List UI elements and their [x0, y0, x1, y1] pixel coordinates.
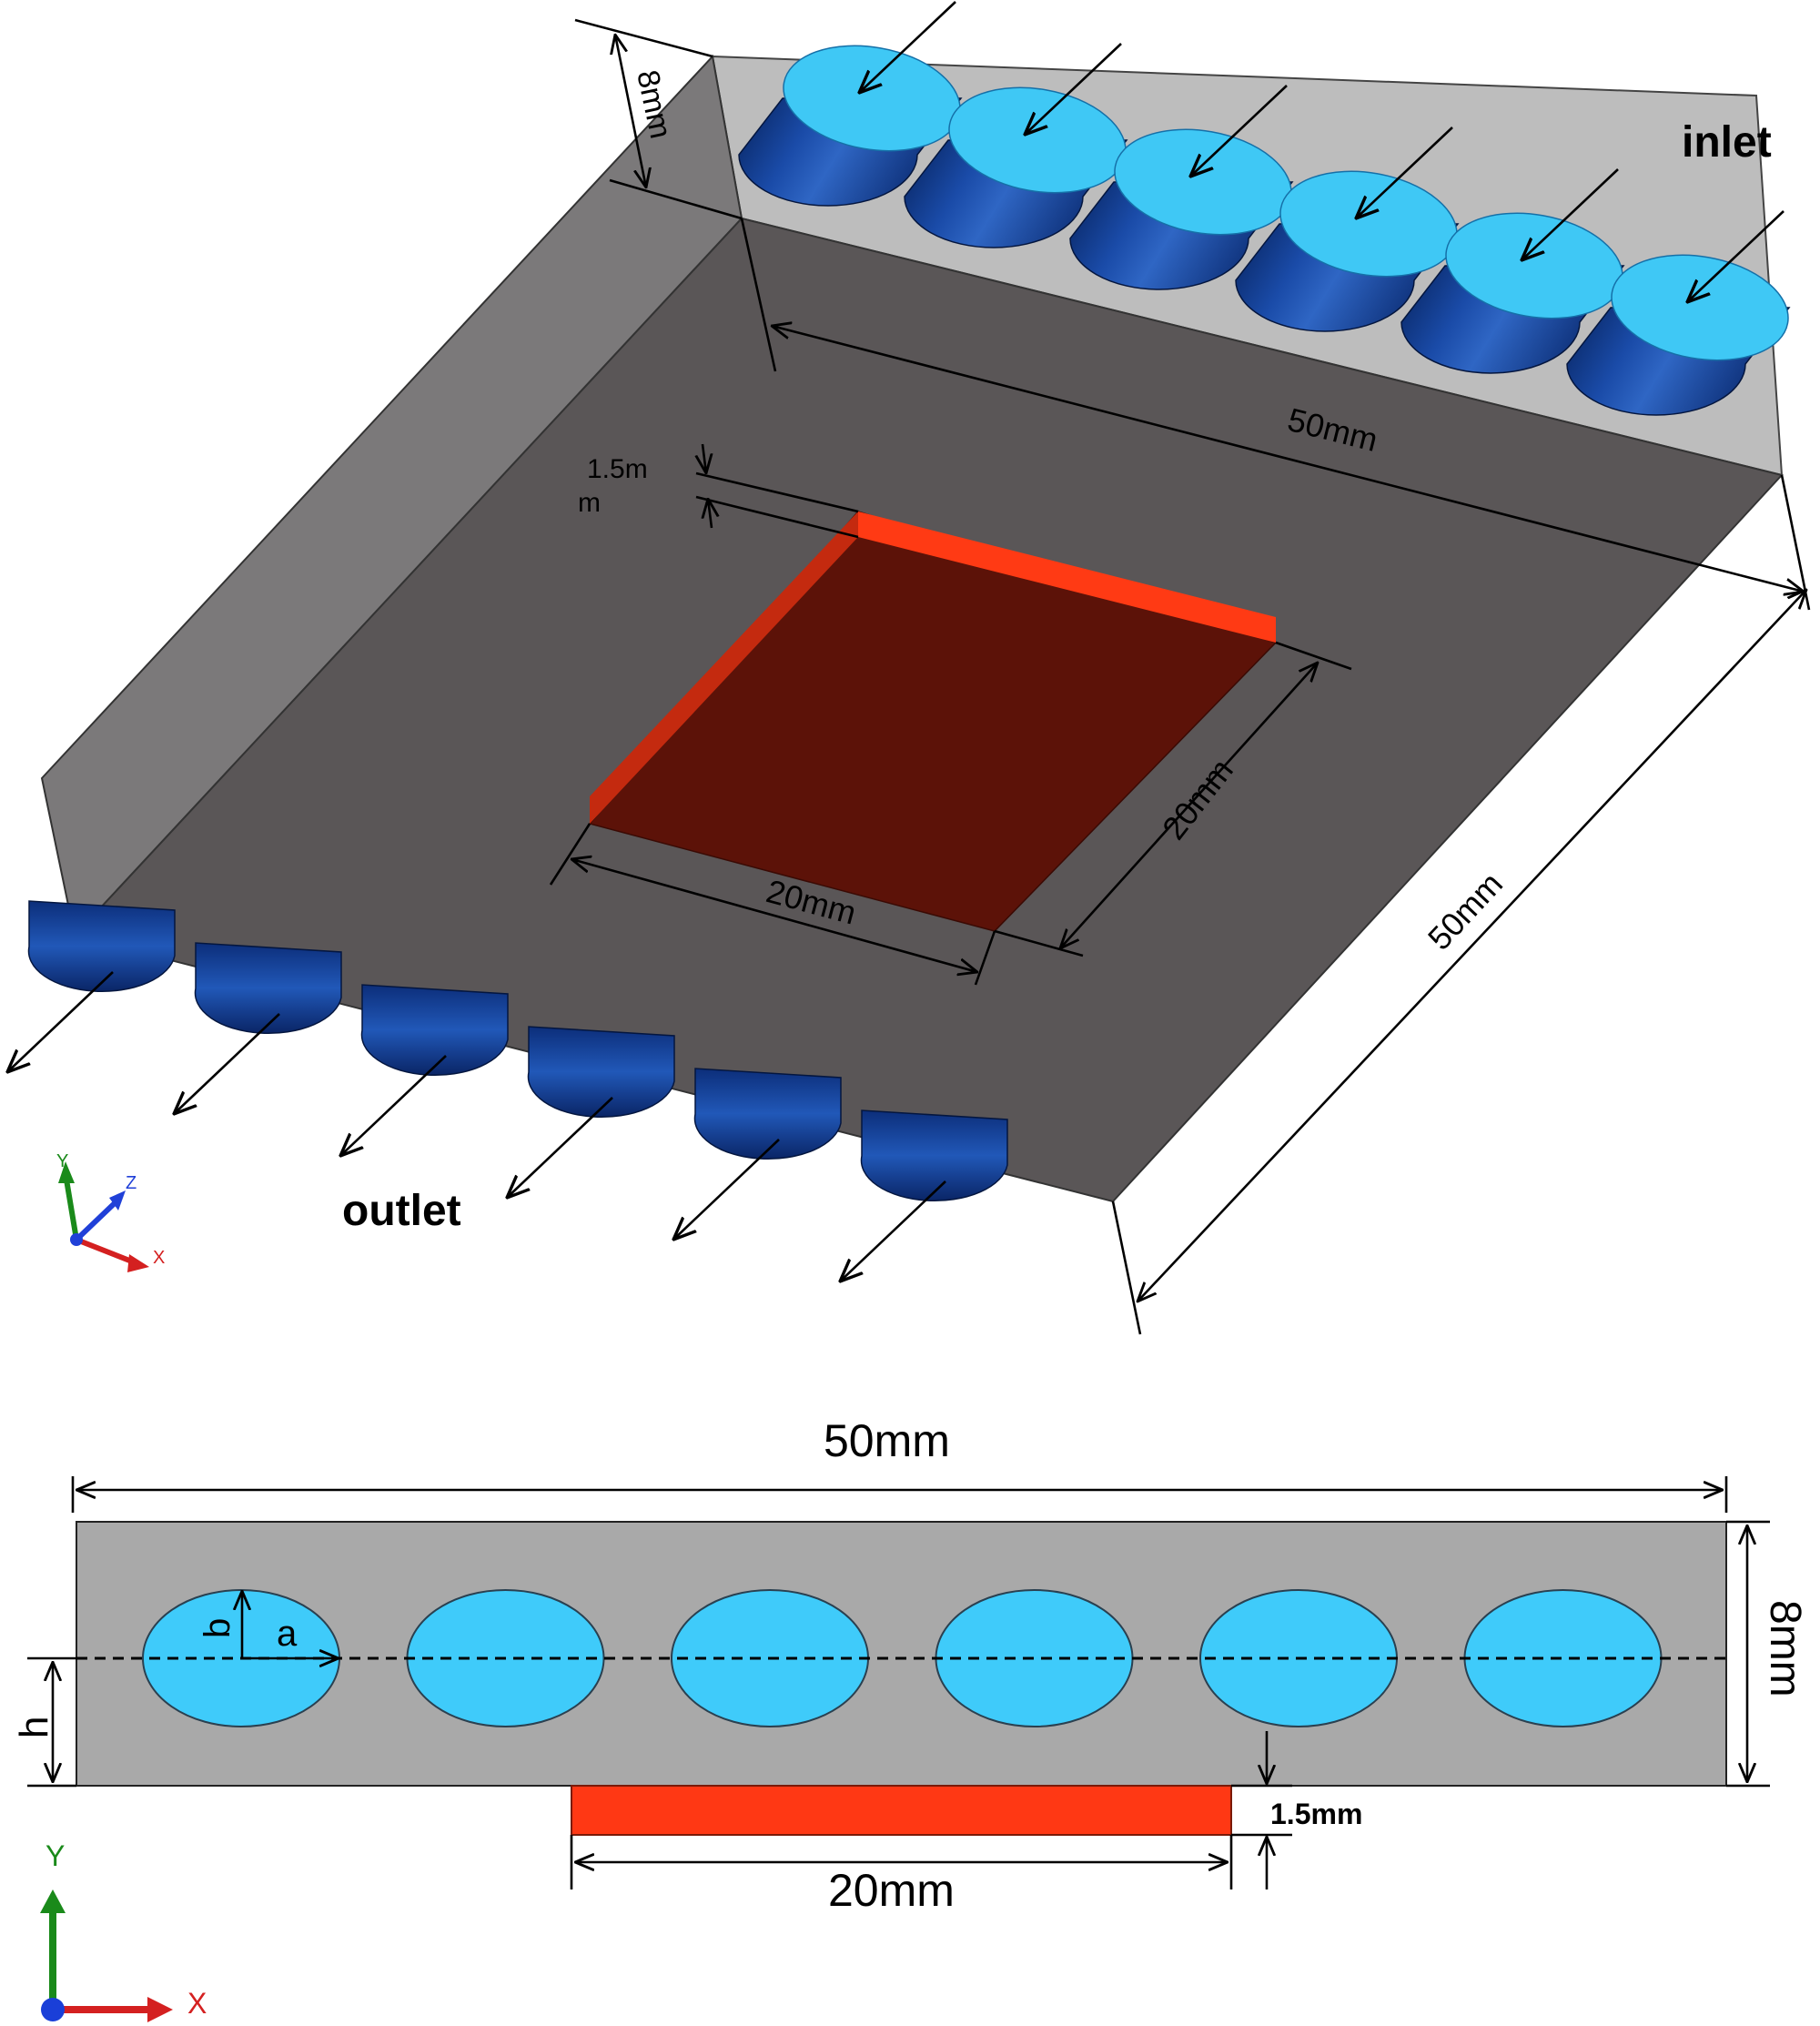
outlet-pipe [194, 942, 342, 1035]
outlet-flow-arrow [7, 971, 114, 1072]
inlet-flow-arrow [1687, 210, 1785, 302]
front-body [76, 1521, 1727, 1787]
inlet-flow-arrow [1025, 43, 1122, 135]
outlet-pipe [693, 1068, 842, 1160]
outlet-flow-arrow [840, 1180, 946, 1281]
outlet-pipe-body [860, 1109, 1008, 1202]
outlet-pipe-body [194, 942, 342, 1035]
inlet-flow-arrow [1522, 168, 1619, 260]
inlet-pipe [738, 45, 963, 207]
outlet-flow-arrows [7, 971, 946, 1281]
front-height-label: 8mm [1761, 1600, 1809, 1697]
inlet-label: inlet [1682, 118, 1772, 167]
front-axis-triad: Y X [40, 1839, 207, 2022]
inlet-flow-arrow [1356, 127, 1453, 218]
outlet-flow-arrow [174, 1013, 280, 1114]
front-heater [571, 1785, 1232, 1836]
front-axis-x-label: X [187, 1987, 207, 2020]
iso-axis-triad: Y Z X [56, 1151, 165, 1272]
inlet-pipe [1235, 170, 1460, 332]
front-heater-width-label: 20mm [828, 1865, 955, 1916]
inlet-flow-arrow [1190, 85, 1288, 177]
front-view: 50mm b a h 8mm 1.5mm 20mm [12, 1415, 1809, 2022]
dim-heater-thickness: 1.5m m [578, 443, 859, 539]
outlet-pipe-body [27, 900, 176, 993]
front-h-label: h [12, 1717, 56, 1738]
dim-heater-thickness-label-2: m [578, 488, 601, 518]
front-heater-thickness-label: 1.5mm [1270, 1798, 1362, 1830]
front-width-label: 50mm [824, 1415, 950, 1466]
iso-axis-x-label: X [153, 1248, 165, 1268]
inlet-pipe [1069, 128, 1294, 290]
dim-50mm-depth-label: 50mm [1421, 865, 1510, 957]
inlet-flow-arrows [859, 1, 1785, 302]
dim-8mm-height-label: 8mm [630, 67, 678, 142]
iso-axis-y-label: Y [56, 1151, 68, 1171]
inlet-flow-arrow [859, 1, 956, 93]
iso-axis-z-label: Z [126, 1173, 136, 1193]
outlet-flow-arrow [507, 1097, 613, 1198]
outlet-pipe [27, 900, 176, 993]
outlet-flow-arrow [340, 1055, 447, 1156]
outlet-flow-arrow [673, 1139, 780, 1240]
ellipse-a-label: a [277, 1614, 298, 1654]
outlet-pipe-body [693, 1068, 842, 1160]
outlet-pipes [27, 900, 1008, 1202]
outlet-label: outlet [342, 1187, 461, 1235]
isometric-view: 8mm 50mm 50mm 20mm 20mm [7, 1, 1811, 1335]
outlet-pipe-body [527, 1026, 675, 1119]
outlet-pipe [527, 1026, 675, 1119]
inlet-pipe [904, 86, 1128, 248]
front-axis-y-label: Y [46, 1839, 65, 1872]
dim-8mm-height: 8mm [574, 18, 743, 220]
outlet-pipe [860, 1109, 1008, 1202]
outlet-pipe-body [360, 984, 509, 1077]
outlet-pipe [360, 984, 509, 1077]
dim-heater-thickness-label-1: 1.5m [587, 454, 648, 484]
ellipse-b-label: b [197, 1618, 238, 1638]
